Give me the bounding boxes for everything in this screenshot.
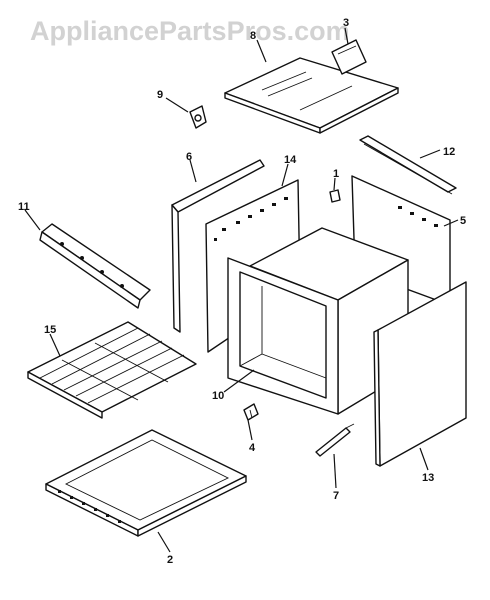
part-9-bracket[interactable] — [189, 105, 207, 129]
callout-15: 15 — [44, 324, 56, 336]
part-1-clip[interactable] — [329, 189, 341, 203]
callout-11: 11 — [18, 201, 30, 213]
callout-13: 13 — [422, 472, 434, 484]
callout-10: 10 — [212, 390, 224, 402]
part-15-oven-rack[interactable] — [27, 321, 197, 419]
callout-1: 1 — [333, 168, 339, 180]
callout-labels: 8 3 9 6 14 1 12 5 11 15 10 4 7 13 2 — [18, 17, 466, 566]
callout-2: 2 — [167, 554, 173, 566]
part-12-trim-bar[interactable] — [359, 135, 457, 195]
callout-3: 3 — [343, 17, 349, 29]
callout-4: 4 — [249, 442, 256, 454]
callout-9: 9 — [157, 89, 163, 101]
part-11-side-bracket[interactable] — [39, 223, 151, 309]
part-13-outer-panel[interactable] — [373, 281, 467, 467]
callout-7: 7 — [333, 490, 339, 502]
part-2-bottom-panel[interactable] — [45, 429, 247, 537]
part-10-oven-cavity[interactable] — [227, 227, 409, 415]
callout-5: 5 — [460, 215, 466, 227]
callout-14: 14 — [284, 154, 297, 166]
callout-6: 6 — [186, 151, 192, 163]
watermark: AppliancePartsPros.com — [30, 16, 350, 46]
callout-8: 8 — [250, 30, 256, 42]
leader-lines — [24, 27, 459, 553]
callout-12: 12 — [443, 146, 455, 158]
part-6-gasket-strip[interactable] — [171, 159, 265, 333]
part-4-clip[interactable] — [243, 403, 259, 421]
part-7-element-rod[interactable] — [315, 423, 355, 457]
part-8-top-panel[interactable] — [224, 57, 399, 134]
